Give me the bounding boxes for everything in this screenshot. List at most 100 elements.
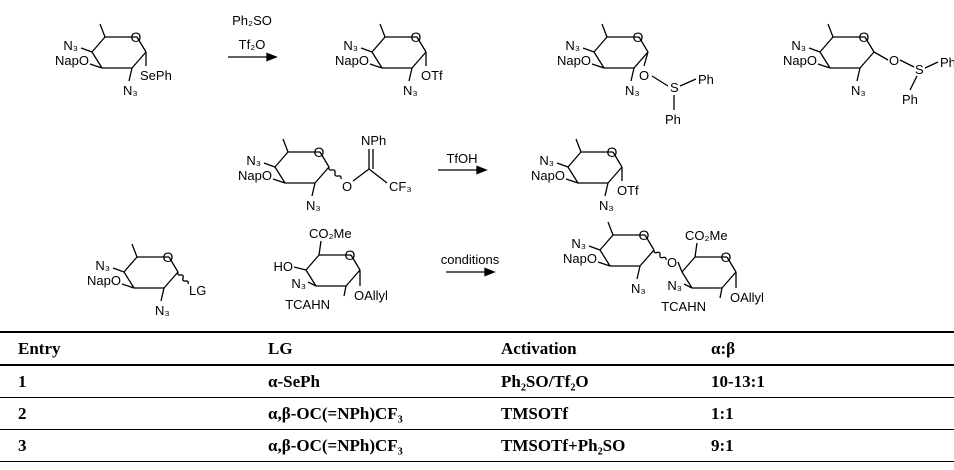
cell-activation: Ph₂SO/Tf₂O [501,371,589,391]
nap-ether-label: NapO [87,273,121,288]
allyl-label: OAllyl [730,290,764,305]
ring-bond [305,269,317,287]
azide-bond [856,67,861,82]
nap-ether-label: NapO [55,53,89,68]
bond [899,59,915,68]
sulfur-label: S [670,80,679,95]
azide-label: N₃ [631,281,646,296]
arrowhead [266,52,278,62]
bond [368,168,388,184]
ring-bond [567,166,579,184]
methyl-bond [575,138,582,153]
header-activation: Activation [501,338,577,358]
ring-bond [371,51,383,69]
table-row: 1 α-SePh Ph₂SO/Tf₂O 10-13:1 [0,365,954,398]
glycosidic-bond [677,261,683,273]
ring-bond [168,256,179,273]
azide-label: N₃ [63,38,78,53]
methyl-bond [131,243,138,258]
azide-label: N₃ [123,83,138,98]
cell-ratio: 9:1 [711,435,734,455]
reagent-label: Ph₂SO [232,13,272,28]
triflate-label: OTf [617,183,639,198]
ester-bond [694,242,698,258]
ring-bond [726,256,737,273]
leaving-group-label: LG [189,283,206,298]
ether-bond [591,63,605,69]
ring-bond [314,166,330,184]
ring-bond [593,51,605,69]
methyl-bond [379,23,386,38]
ring-oxygen-label: O [345,247,356,263]
bond [352,168,370,182]
bond [679,78,697,87]
bond [909,75,918,91]
ring-bond [91,51,103,69]
cell-entry: 3 [18,435,27,455]
ring-bond [819,51,831,69]
triflate-label: OTf [421,68,443,83]
azide-label: N₃ [291,276,306,291]
ring-oxygen-label: O [131,29,142,45]
header-ratio: α:β [711,338,736,358]
ring-bond [864,36,875,53]
phenyl-label: Ph [698,72,714,87]
ether-bond [272,178,286,184]
azide-label: N₃ [571,236,586,251]
azide-label: N₃ [667,278,682,293]
azide-label: N₃ [625,83,640,98]
ring-bond [681,271,693,289]
azide-bond [556,162,569,168]
reagent-label: TfOH [446,151,477,166]
amide-label: TCAHN [661,299,706,314]
header-lg: LG [268,338,293,358]
table-header-row: Entry LG Activation α:β [0,332,954,365]
nap-ether-label: NapO [783,53,817,68]
ring-bond [599,249,611,267]
azide-bond [408,67,413,82]
methyl-bond [282,138,289,153]
nap-ether-label: NapO [335,53,369,68]
azide-bond [808,47,821,53]
cell-ratio: 1:1 [711,403,734,423]
ring-bond [681,256,696,273]
ring-bond [345,269,361,287]
ring-bond [131,51,147,69]
nap-ether-label: NapO [557,53,591,68]
amide-bond [719,287,723,299]
azide-bond [263,162,276,168]
ring-bond [638,36,649,53]
azide-label: N₃ [343,38,358,53]
ring-bond [859,51,875,69]
molecules [80,23,939,302]
azide-bond [604,182,609,197]
reagent-label: Tf₂O [239,37,266,52]
ether-bond [369,63,383,69]
allyl-label: OAllyl [354,288,388,303]
ring-bond [612,151,623,168]
anomeric-bond [873,51,889,61]
cf3-label: CF₃ [389,179,412,194]
imidate-label: NPh [361,133,386,148]
ring-bond [123,256,138,273]
ring-bond [644,234,655,251]
ring-oxygen-label: O [607,144,618,160]
ring-bond [371,36,386,53]
ring-bond [633,51,649,69]
azide-label: N₃ [246,153,261,168]
nap-ether-label: NapO [238,168,272,183]
ring-oxygen-label: O [633,29,644,45]
azide-bond [636,265,641,280]
cell-activation: TMSOTf [501,403,569,423]
ether-bond [817,63,831,69]
azide-label: N₃ [791,38,806,53]
ring-oxygen-label: O [859,29,870,45]
ring-oxygen-label: O [163,249,174,265]
azide-label: N₃ [403,83,418,98]
ring-bond [123,271,135,289]
ester-label: CO₂Me [309,226,352,241]
cell-entry: 2 [18,403,27,423]
methyl-bond [601,23,608,38]
anomeric-bond [643,51,649,67]
